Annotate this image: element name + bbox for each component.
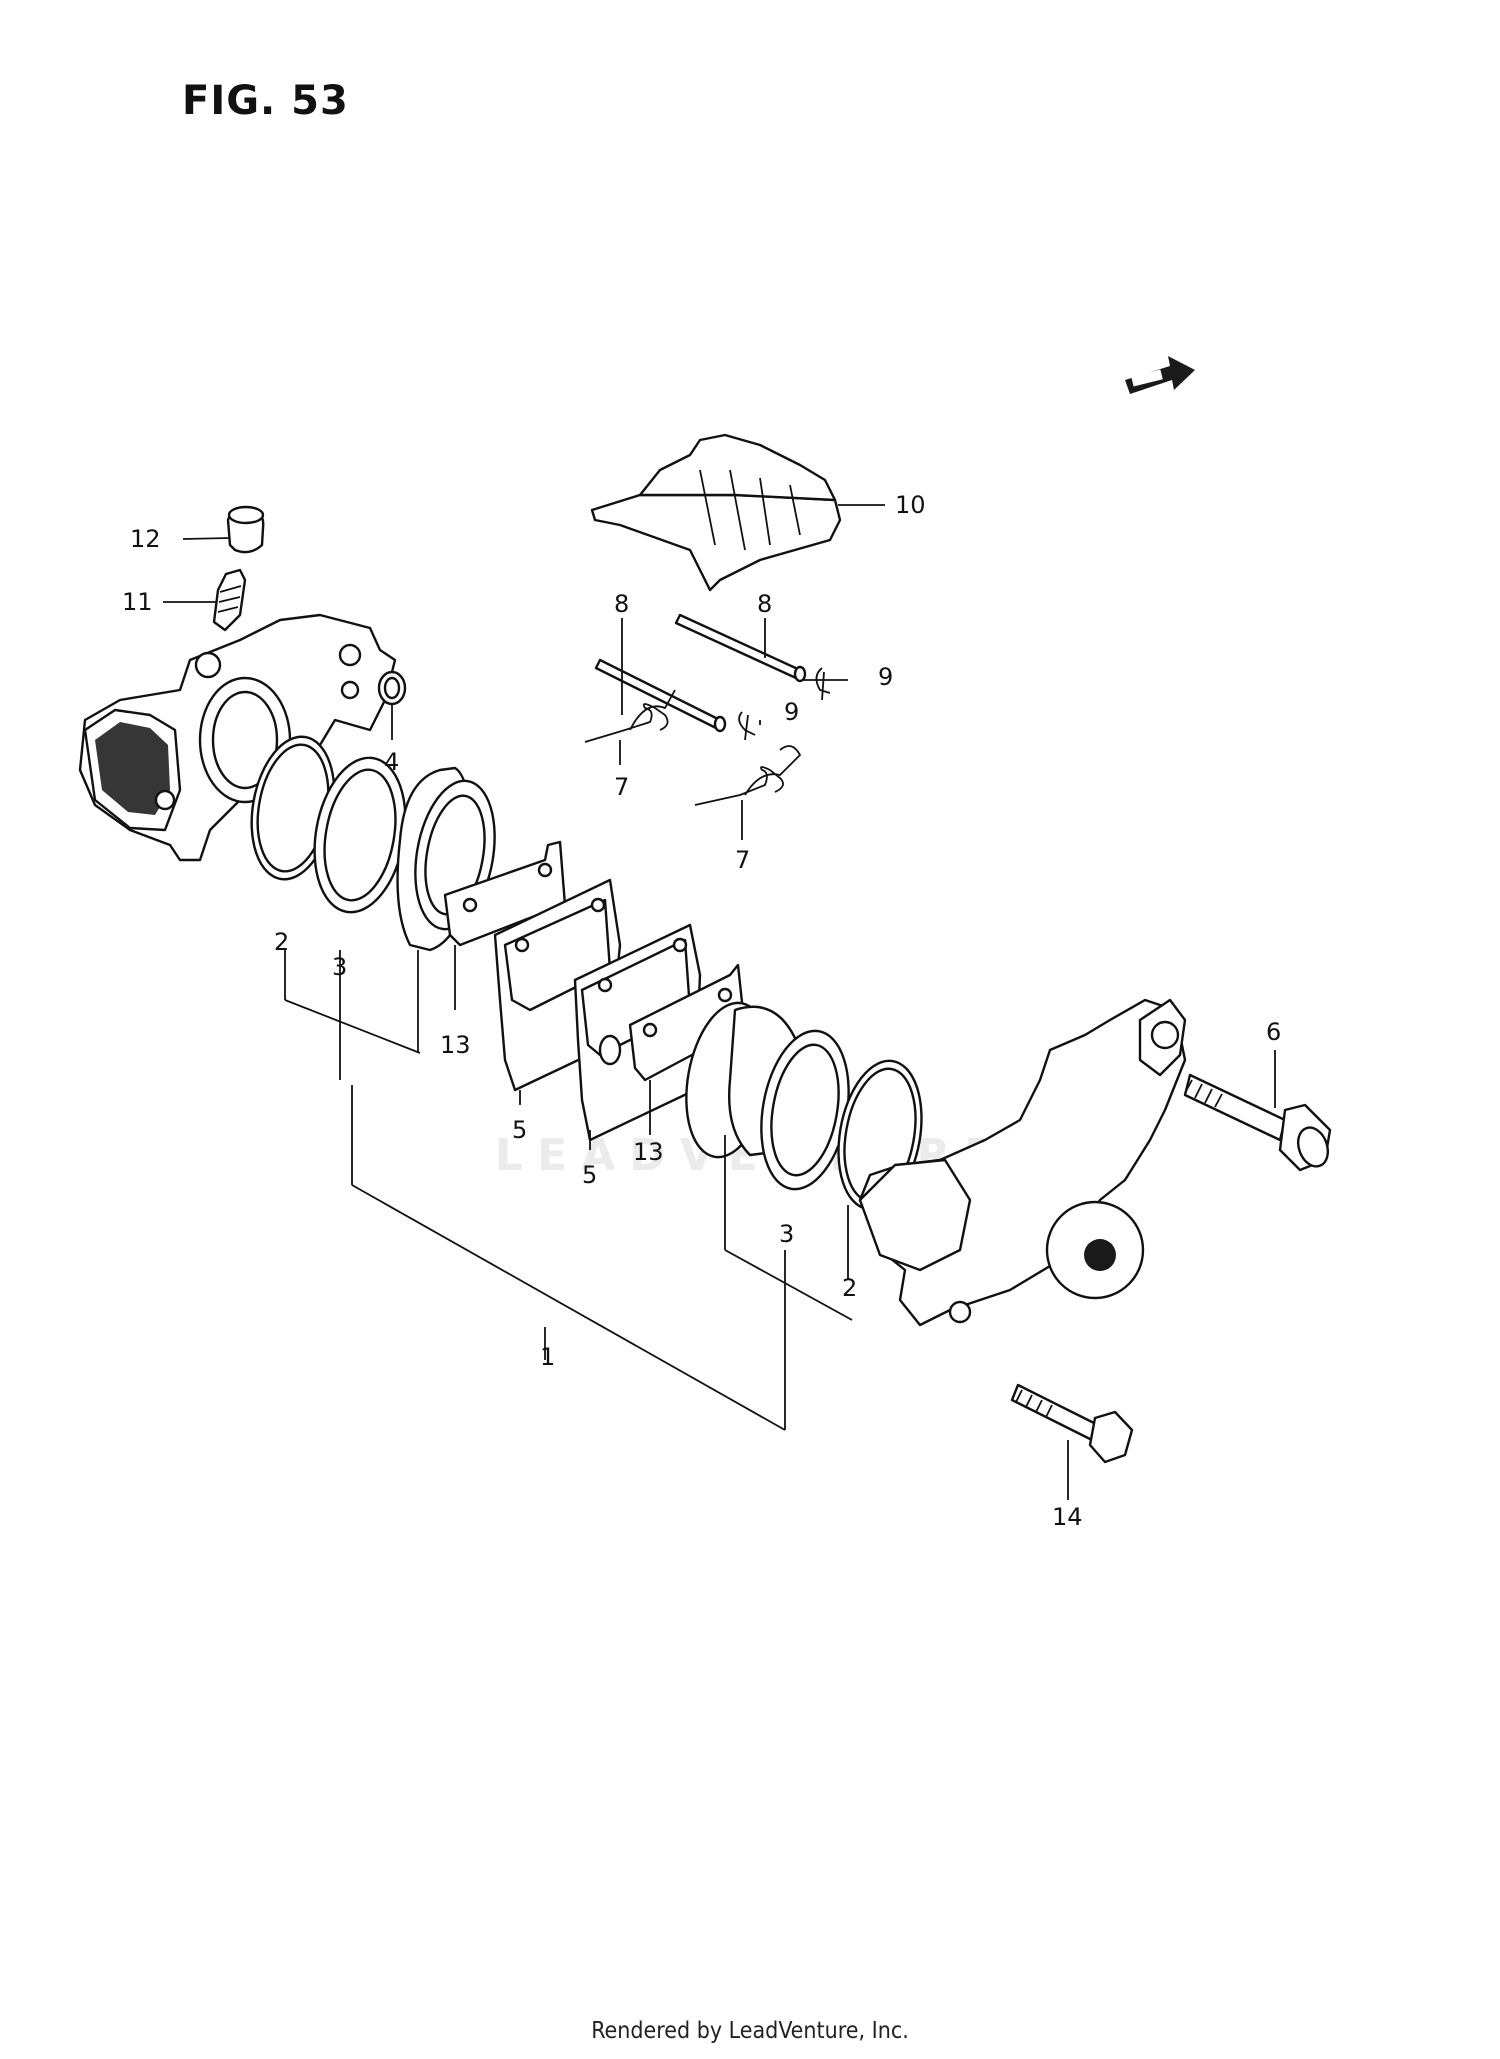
caliper-bolt-upper: [1183, 1073, 1332, 1172]
figure-title: FIG. 53: [182, 78, 349, 124]
callout-11: 11: [122, 588, 153, 616]
caliper-body-right: [858, 998, 1187, 1327]
callout-9-left: 9: [784, 698, 799, 726]
pad-pin-right: [674, 613, 807, 683]
callout-5-left: 5: [512, 1116, 527, 1144]
pad-spring-right: [694, 745, 802, 806]
dust-seal-left: [313, 756, 407, 914]
caliper-bolt-lower: [1010, 1383, 1134, 1464]
callout-12: 12: [130, 525, 161, 553]
sealing-washer: [377, 670, 407, 706]
caliper-body-left: [78, 613, 397, 862]
pin-clip-right: [815, 667, 831, 701]
callout-6: 6: [1266, 1018, 1281, 1046]
callout-3-left: 3: [332, 953, 347, 981]
callout-1: 1: [540, 1343, 555, 1371]
bleeder-cap: [226, 505, 265, 554]
pad-cover: [590, 433, 842, 592]
dust-seal-right: [760, 1029, 850, 1191]
leader-lines: [163, 504, 1276, 1500]
callout-8-right: 8: [757, 590, 772, 618]
bleeder-screw: [212, 568, 247, 632]
pad-spring-left: [584, 689, 676, 743]
callout-14: 14: [1052, 1503, 1083, 1531]
pad-pin-left: [594, 658, 727, 733]
callout-10: 10: [895, 491, 926, 519]
callout-3-right: 3: [779, 1220, 794, 1248]
footer-credit: Rendered by LeadVenture, Inc.: [591, 2018, 909, 2044]
callout-2-right: 2: [842, 1274, 857, 1302]
callout-9-right: 9: [878, 663, 893, 691]
callout-13-left: 13: [440, 1031, 471, 1059]
callout-4: 4: [384, 748, 399, 776]
callout-7-lower: 7: [735, 846, 750, 874]
callout-5-right: 5: [582, 1161, 597, 1189]
front-direction-arrow-icon: [1125, 356, 1195, 394]
callout-7-upper: 7: [614, 773, 629, 801]
callout-8-left: 8: [614, 590, 629, 618]
pin-clip-left: [738, 711, 756, 741]
callout-13-right: 13: [633, 1138, 664, 1166]
callout-2-left: 2: [274, 928, 289, 956]
callout-labels: 1 2 2 3 3 4 5 5 6 7 7 8 8 9 9 10 11 12 1…: [122, 491, 1281, 1531]
